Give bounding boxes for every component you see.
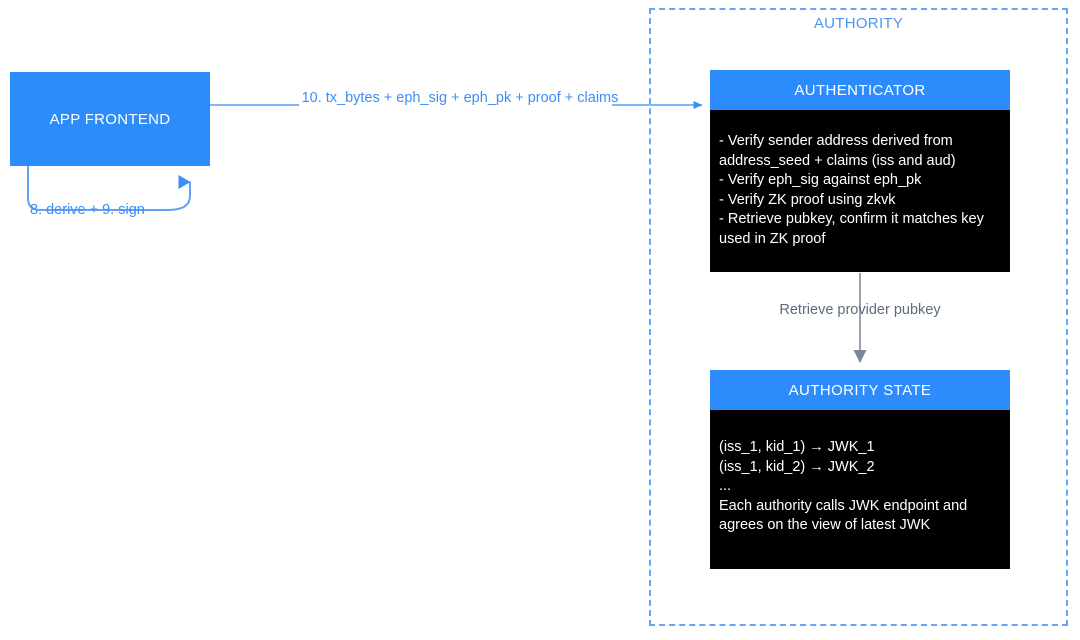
node-authority-state-header: AUTHORITY STATE [710,370,1010,410]
edge-label-frontend-self-loop: 8. derive + 9. sign [30,202,145,218]
node-app-frontend[interactable]: APP FRONTEND [10,72,210,166]
authority-zone-boundary [649,8,1068,626]
authority-zone-label: AUTHORITY [813,15,904,32]
node-app-frontend-label: APP FRONTEND [49,110,171,128]
node-authority-state-body: (iss_1, kid_1) → JWK_1 (iss_1, kid_2) → … [710,410,1010,569]
node-authenticator[interactable]: AUTHENTICATOR - Verify sender address de… [710,70,1010,272]
node-authority-state[interactable]: AUTHORITY STATE (iss_1, kid_1) → JWK_1 (… [710,370,1010,569]
edge-label-authenticator-to-authority-state: Retrieve provider pubkey [779,302,941,318]
node-authenticator-header: AUTHENTICATOR [710,70,1010,110]
edge-label-frontend-to-authenticator: 10. tx_bytes + eph_sig + eph_pk + proof … [301,90,619,106]
node-authenticator-body: - Verify sender address derived from add… [710,110,1010,272]
